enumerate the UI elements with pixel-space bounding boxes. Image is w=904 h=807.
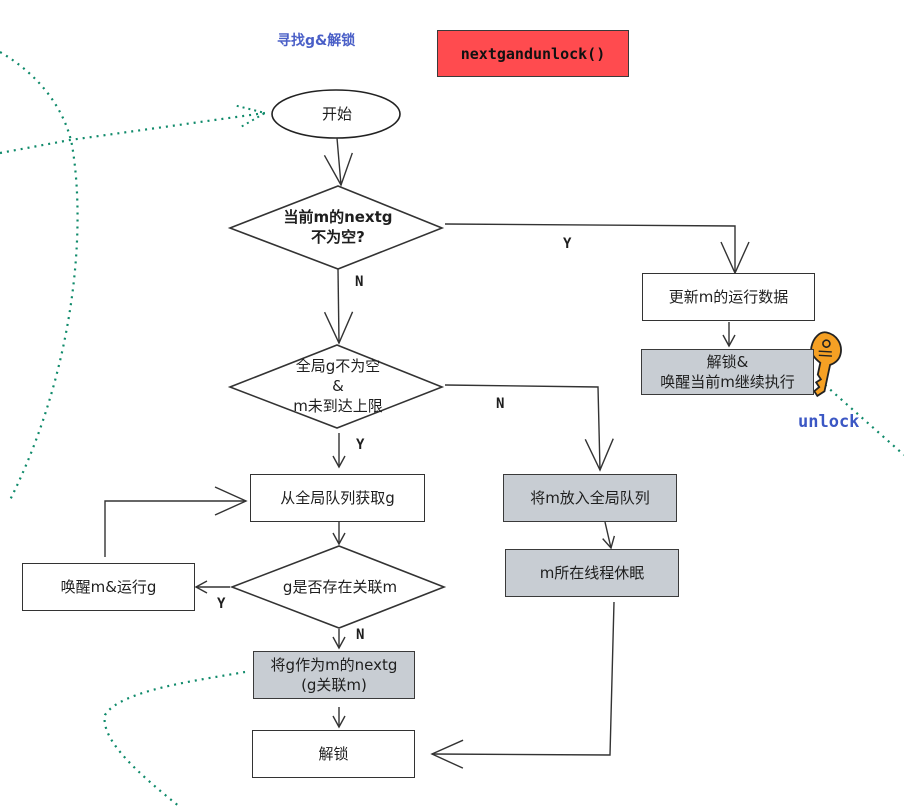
start-node: 开始: [321, 105, 352, 123]
edge-label-nextg-no: N: [355, 274, 364, 290]
edge-label-global-yes: Y: [356, 437, 365, 453]
update-m-data-node: 更新m的运行数据: [642, 273, 815, 321]
edge-wake-loop: [104, 486, 248, 557]
edge-label-global-no: N: [496, 396, 505, 412]
unlock-node: 解锁: [252, 730, 415, 778]
decision-nextg: 当前m的nextg 不为空?: [283, 208, 393, 246]
dotted-connector-bottom: [103, 670, 246, 807]
edge-label-has-m-no: N: [356, 627, 365, 643]
edge-nextg-yes: [444, 223, 750, 275]
m-thread-sleep-node: m所在线程休眠: [505, 549, 679, 597]
decision-g-has-m: g是否存在关联m: [282, 578, 398, 596]
key-icon: [810, 331, 842, 398]
unlock-wake-current-node: 解锁& 唤醒当前m继续执行: [641, 349, 814, 395]
edge-label-nextg-yes: Y: [563, 236, 572, 252]
edge-nextg-no: [323, 268, 354, 345]
decision-g-has-m-shape: [229, 545, 447, 629]
section-title: 寻找g&解锁: [277, 33, 356, 49]
edge-start-to-nextg: [323, 137, 353, 187]
decision-global-g-shape: [227, 344, 445, 429]
edge-sleep-to-unlock: [430, 601, 615, 769]
edge-label-has-m-yes: Y: [217, 596, 226, 612]
start-ellipse: [271, 89, 401, 139]
dotted-connector-left: [0, 51, 79, 501]
decision-global-g: 全局g不为空 & m未到达上限: [293, 357, 383, 415]
set-g-as-nextg-node: 将g作为m的nextg (g关联m): [253, 651, 415, 699]
edge-put-m-to-sleep: [602, 521, 616, 550]
put-m-global-queue-node: 将m放入全局队列: [503, 474, 677, 522]
dotted-connector-top: [0, 113, 265, 155]
wake-m-run-g-node: 唤醒m&运行g: [22, 563, 195, 611]
edge-global-no: [444, 384, 614, 472]
get-g-from-global-node: 从全局队列获取g: [250, 474, 425, 522]
unlock-annotation: unlock: [798, 412, 860, 432]
function-name-box: nextgandunlock(): [437, 30, 629, 77]
